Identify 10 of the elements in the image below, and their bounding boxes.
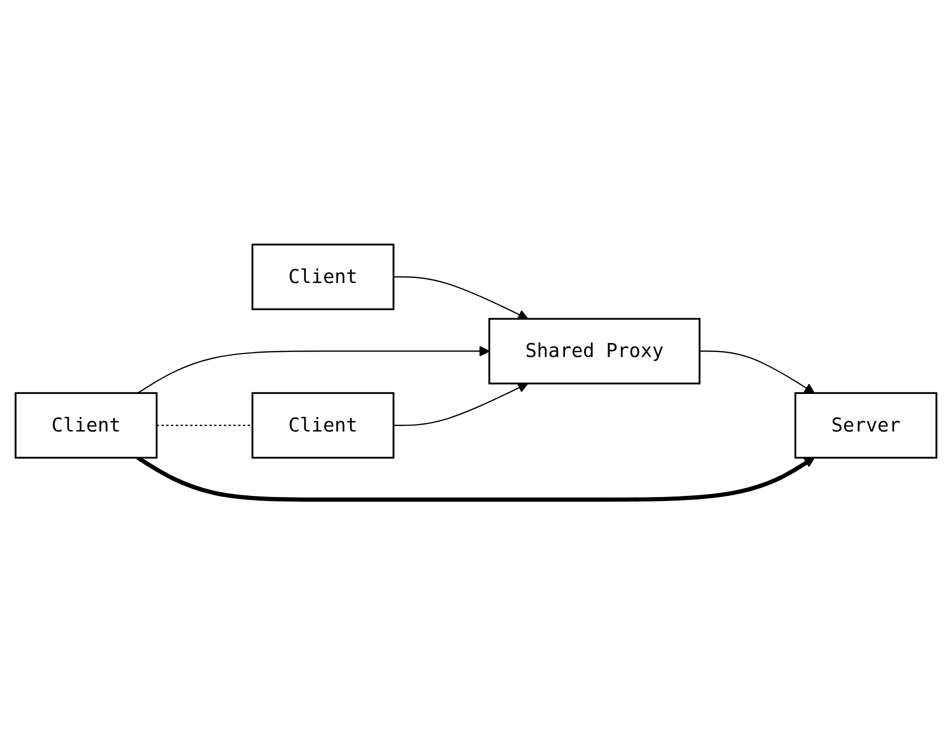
arrow bbox=[394, 276, 528, 320]
arrow bbox=[137, 346, 490, 394]
node-box: Shared Proxy bbox=[488, 318, 700, 384]
node-box: Client bbox=[252, 392, 394, 459]
arrow bbox=[700, 350, 815, 394]
arrow bbox=[394, 382, 528, 426]
node-box: Client bbox=[252, 244, 394, 310]
node-box: Client bbox=[14, 392, 158, 459]
node-box: Server bbox=[794, 392, 938, 459]
connector bbox=[156, 424, 252, 426]
